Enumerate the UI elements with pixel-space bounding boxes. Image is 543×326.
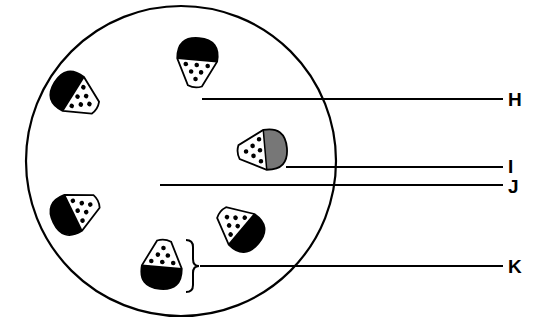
vascular-bundle <box>45 183 107 241</box>
vascular-bundle <box>208 196 272 259</box>
leader-line <box>286 166 503 168</box>
vascular-bundle <box>140 238 184 291</box>
stem-outline <box>26 6 336 316</box>
leader-line <box>202 98 503 100</box>
leader-line <box>160 184 503 186</box>
callout-letter: I <box>507 157 514 176</box>
bracket <box>186 240 199 292</box>
callout-letter: J <box>507 177 520 196</box>
callout-letter: K <box>507 257 523 276</box>
callout-letter: H <box>507 90 523 109</box>
vascular-bundle <box>175 36 219 89</box>
leader-line <box>200 265 503 267</box>
vascular-bundle <box>236 128 289 172</box>
vascular-bundle <box>44 65 107 125</box>
